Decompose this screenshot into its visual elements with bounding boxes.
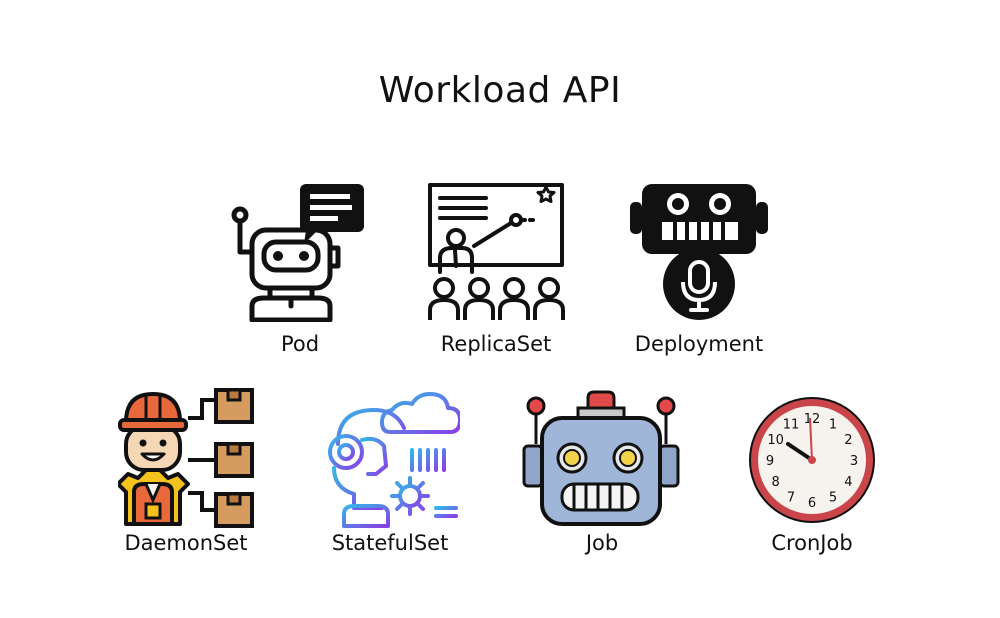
clock-numeral: 7 bbox=[787, 490, 795, 505]
item-statefulset: StatefulSet bbox=[320, 388, 460, 555]
clock-numeral: 11 bbox=[783, 418, 800, 433]
item-job: Job bbox=[522, 388, 682, 555]
clock-numeral: 4 bbox=[844, 475, 852, 490]
chatbot-robot-icon bbox=[231, 184, 364, 322]
clock-numeral: 10 bbox=[767, 433, 784, 448]
item-label: Deployment bbox=[634, 332, 764, 356]
worker-boxes-icon bbox=[118, 388, 254, 528]
item-label: ReplicaSet bbox=[440, 332, 552, 356]
clock-numeral: 6 bbox=[808, 496, 816, 511]
item-label: StatefulSet bbox=[331, 531, 449, 555]
item-label: CronJob bbox=[771, 531, 853, 555]
clock-numeral: 5 bbox=[829, 490, 837, 505]
teacher-presentation-icon bbox=[428, 183, 565, 320]
clock-numeral: 8 bbox=[771, 475, 779, 490]
item-label: Job bbox=[585, 531, 619, 555]
diagram-title: Workload API bbox=[378, 70, 622, 111]
item-pod: Pod bbox=[230, 182, 370, 356]
robot-head-icon bbox=[522, 390, 680, 526]
clock-numeral: 2 bbox=[844, 433, 852, 448]
item-label: Pod bbox=[280, 332, 320, 356]
item-label: DaemonSet bbox=[124, 531, 248, 555]
clock-numeral: 9 bbox=[766, 454, 774, 469]
item-deployment: Deployment bbox=[628, 182, 772, 356]
item-replicaset: ReplicaSet bbox=[428, 182, 568, 356]
robot-microphone-icon bbox=[630, 184, 768, 320]
clock-numeral: 1 bbox=[829, 418, 837, 433]
robot-cloud-icon bbox=[328, 392, 460, 528]
item-daemonset: DaemonSet bbox=[118, 388, 258, 555]
clock-numeral: 3 bbox=[850, 454, 858, 469]
clock-numeral: 12 bbox=[804, 412, 821, 427]
